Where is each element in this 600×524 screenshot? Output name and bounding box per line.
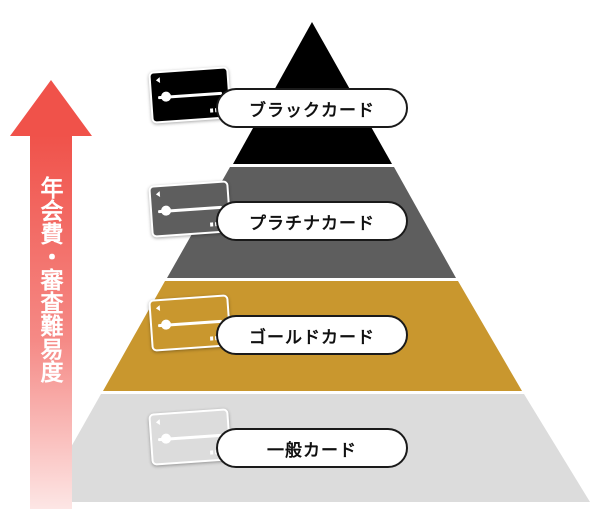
arrow <box>10 80 92 509</box>
card-notch <box>155 191 161 198</box>
card-notch <box>155 305 161 312</box>
tier-label-platinum: プラチナカード <box>216 201 408 241</box>
card-notch <box>155 77 161 84</box>
tier-label-black: ブラックカード <box>216 88 408 128</box>
card-notch <box>155 419 161 426</box>
arrow-label: 年会費・審査難易度 <box>36 176 62 383</box>
arrow-head <box>10 80 92 136</box>
tier-label-general: 一般カード <box>216 428 408 468</box>
tier-label-gold: ゴールドカード <box>216 315 408 355</box>
arrow-shaft <box>30 135 72 509</box>
